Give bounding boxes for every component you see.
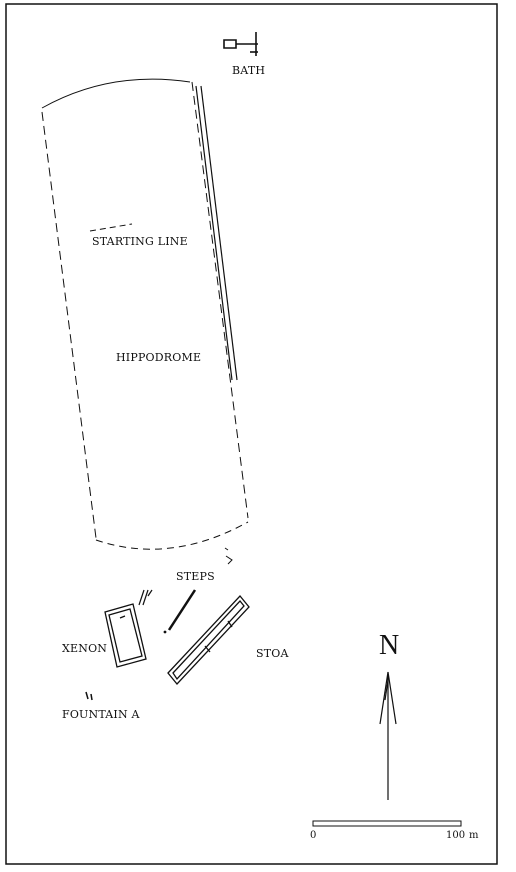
north-arrow-icon [379, 671, 397, 800]
hippodrome-south-arc [95, 521, 249, 550]
hippodrome-label: HIPPODROME [116, 351, 201, 364]
xenon-label: XENON [62, 642, 107, 655]
fountain-a-ruin [85, 691, 93, 701]
bath-label: BATH [232, 64, 265, 77]
map-frame [5, 3, 498, 865]
starting-line-mark [89, 223, 133, 232]
scale-bar [312, 820, 462, 827]
scale-bar-end-label: 100 [446, 830, 465, 841]
fountain-a-label: FOUNTAIN A [62, 708, 140, 721]
steps-label: STEPS [176, 570, 215, 583]
hippodrome-east-side [191, 81, 249, 519]
hippodrome-outline [41, 78, 249, 550]
stoa-building [167, 595, 250, 685]
xenon-building [104, 603, 147, 668]
scale-bar-start-label: 0 [310, 830, 316, 841]
steps-structure [167, 589, 197, 631]
small-ruin-marks [224, 547, 233, 565]
scale-bar-unit: m [469, 830, 479, 841]
hippodrome-east-wall-b [200, 85, 238, 381]
steps-dot [163, 630, 167, 634]
hippodrome-north-arc [41, 78, 191, 109]
bath-ruin [223, 32, 258, 56]
north-arrow-letter: N [379, 630, 399, 661]
hippodrome-east-wall-a [195, 85, 233, 381]
starting-line-label: STARTING LINE [92, 235, 188, 248]
xenon-annex-marks [138, 589, 153, 606]
hippodrome-west-side [41, 111, 97, 539]
stoa-label: STOA [256, 647, 289, 660]
